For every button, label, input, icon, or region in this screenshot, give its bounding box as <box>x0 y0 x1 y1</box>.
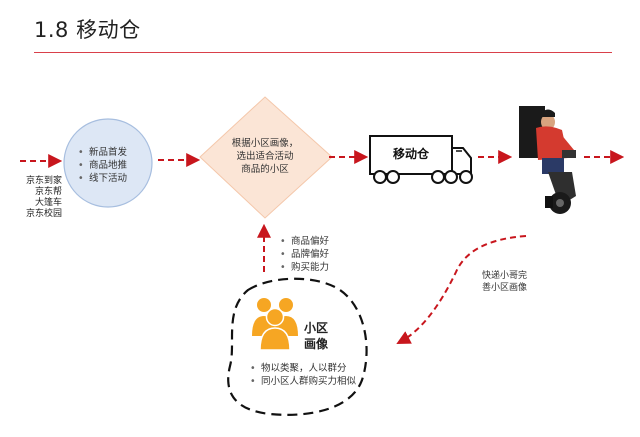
profile-title-line: 画像 <box>304 337 329 351</box>
activity-list: 新品首发 商品地推 线下活动 <box>78 146 127 185</box>
source-channel: 大篷车 <box>34 198 62 208</box>
profile-title-line: 小区 <box>304 321 329 335</box>
source-channel: 京东帮 <box>34 187 62 197</box>
truck-icon <box>369 135 473 184</box>
courier-scooter-icon <box>519 106 576 214</box>
courier-note-line: 快递小哥完 <box>482 271 528 281</box>
profile-note-item: 同小区人群购买力相似 <box>250 375 356 388</box>
courier-note-line: 善小区画像 <box>482 283 528 293</box>
truck-label: 移动仓 <box>392 147 429 161</box>
title-divider <box>34 52 612 53</box>
arrow-courier-to-profile <box>396 235 527 344</box>
source-channel: 京东到家 <box>25 176 62 186</box>
page-title: 1.8 移动仓 <box>34 18 141 42</box>
diamond-line: 商品的小区 <box>241 164 289 175</box>
diamond-line: 根据小区画像， <box>231 138 299 149</box>
preference-item: 商品偏好 <box>280 235 329 248</box>
source-channel: 京东校园 <box>25 209 62 219</box>
activity-item: 新品首发 <box>78 146 127 159</box>
profile-note-item: 物以类聚，人以群分 <box>250 362 356 375</box>
courier-note: 快递小哥完 善小区画像 <box>482 270 538 294</box>
community-profile-title: 小区 画像 <box>304 320 328 352</box>
preference-item: 购买能力 <box>280 261 329 274</box>
source-channel-list: 京东到家 京东帮 大篷车 京东校园 <box>18 176 62 220</box>
preference-list: 商品偏好 品牌偏好 购买能力 <box>280 235 329 274</box>
community-profile-outline <box>227 277 368 416</box>
diamond-line: 选出适合活动 <box>236 151 294 162</box>
preference-item: 品牌偏好 <box>280 248 329 261</box>
diamond-text: 根据小区画像， 选出适合活动 商品的小区 <box>226 137 304 176</box>
profile-notes: 物以类聚，人以群分 同小区人群购买力相似 <box>250 362 356 388</box>
selection-diamond <box>199 96 333 219</box>
person-group-icon <box>252 298 298 351</box>
activity-item: 商品地推 <box>78 159 127 172</box>
activity-item: 线下活动 <box>78 172 127 185</box>
